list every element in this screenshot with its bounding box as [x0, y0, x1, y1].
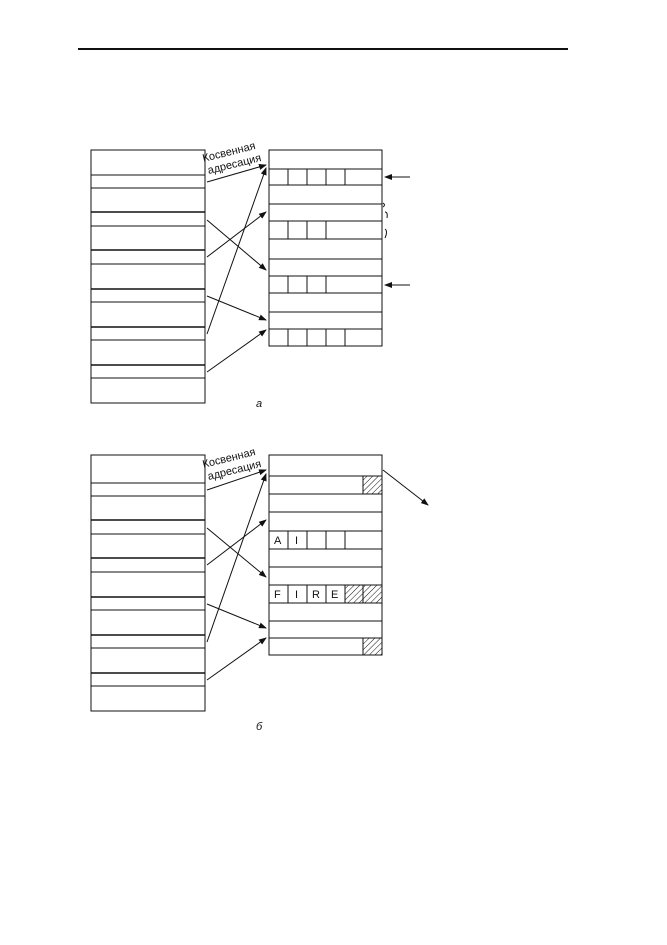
diagram-b: A I F I R E Косвенная адресация б [90, 446, 429, 733]
cell-char: F [274, 589, 281, 601]
directory-table-a [90, 149, 206, 404]
top-rule [78, 48, 568, 50]
row-text-ai: A I [274, 535, 298, 547]
pointer-arrows-a [206, 164, 267, 373]
cell-char: R [312, 589, 320, 601]
caption-a: а [256, 398, 262, 410]
cell-char: E [331, 589, 338, 601]
cell-char: I [295, 535, 298, 547]
heap-table-a [268, 149, 383, 347]
directory-table-b [90, 454, 206, 712]
hatched-cells-b [345, 476, 382, 655]
diagram-a: Косвенная адресация а [90, 140, 410, 410]
indirect-addressing-label-a: Косвенная адресация [201, 140, 262, 177]
cell-char: I [295, 589, 298, 601]
side-pointer-arrows-a [384, 174, 410, 288]
cell-char: A [274, 535, 282, 547]
caption-b: б [256, 721, 263, 733]
bracket-marks-a [382, 202, 388, 239]
overflow-arrow-b [382, 469, 429, 506]
indirect-addressing-label-b: Косвенная адресация [201, 446, 262, 483]
row-text-fire: F I R E [274, 589, 338, 601]
pointer-arrows-b [206, 469, 267, 681]
